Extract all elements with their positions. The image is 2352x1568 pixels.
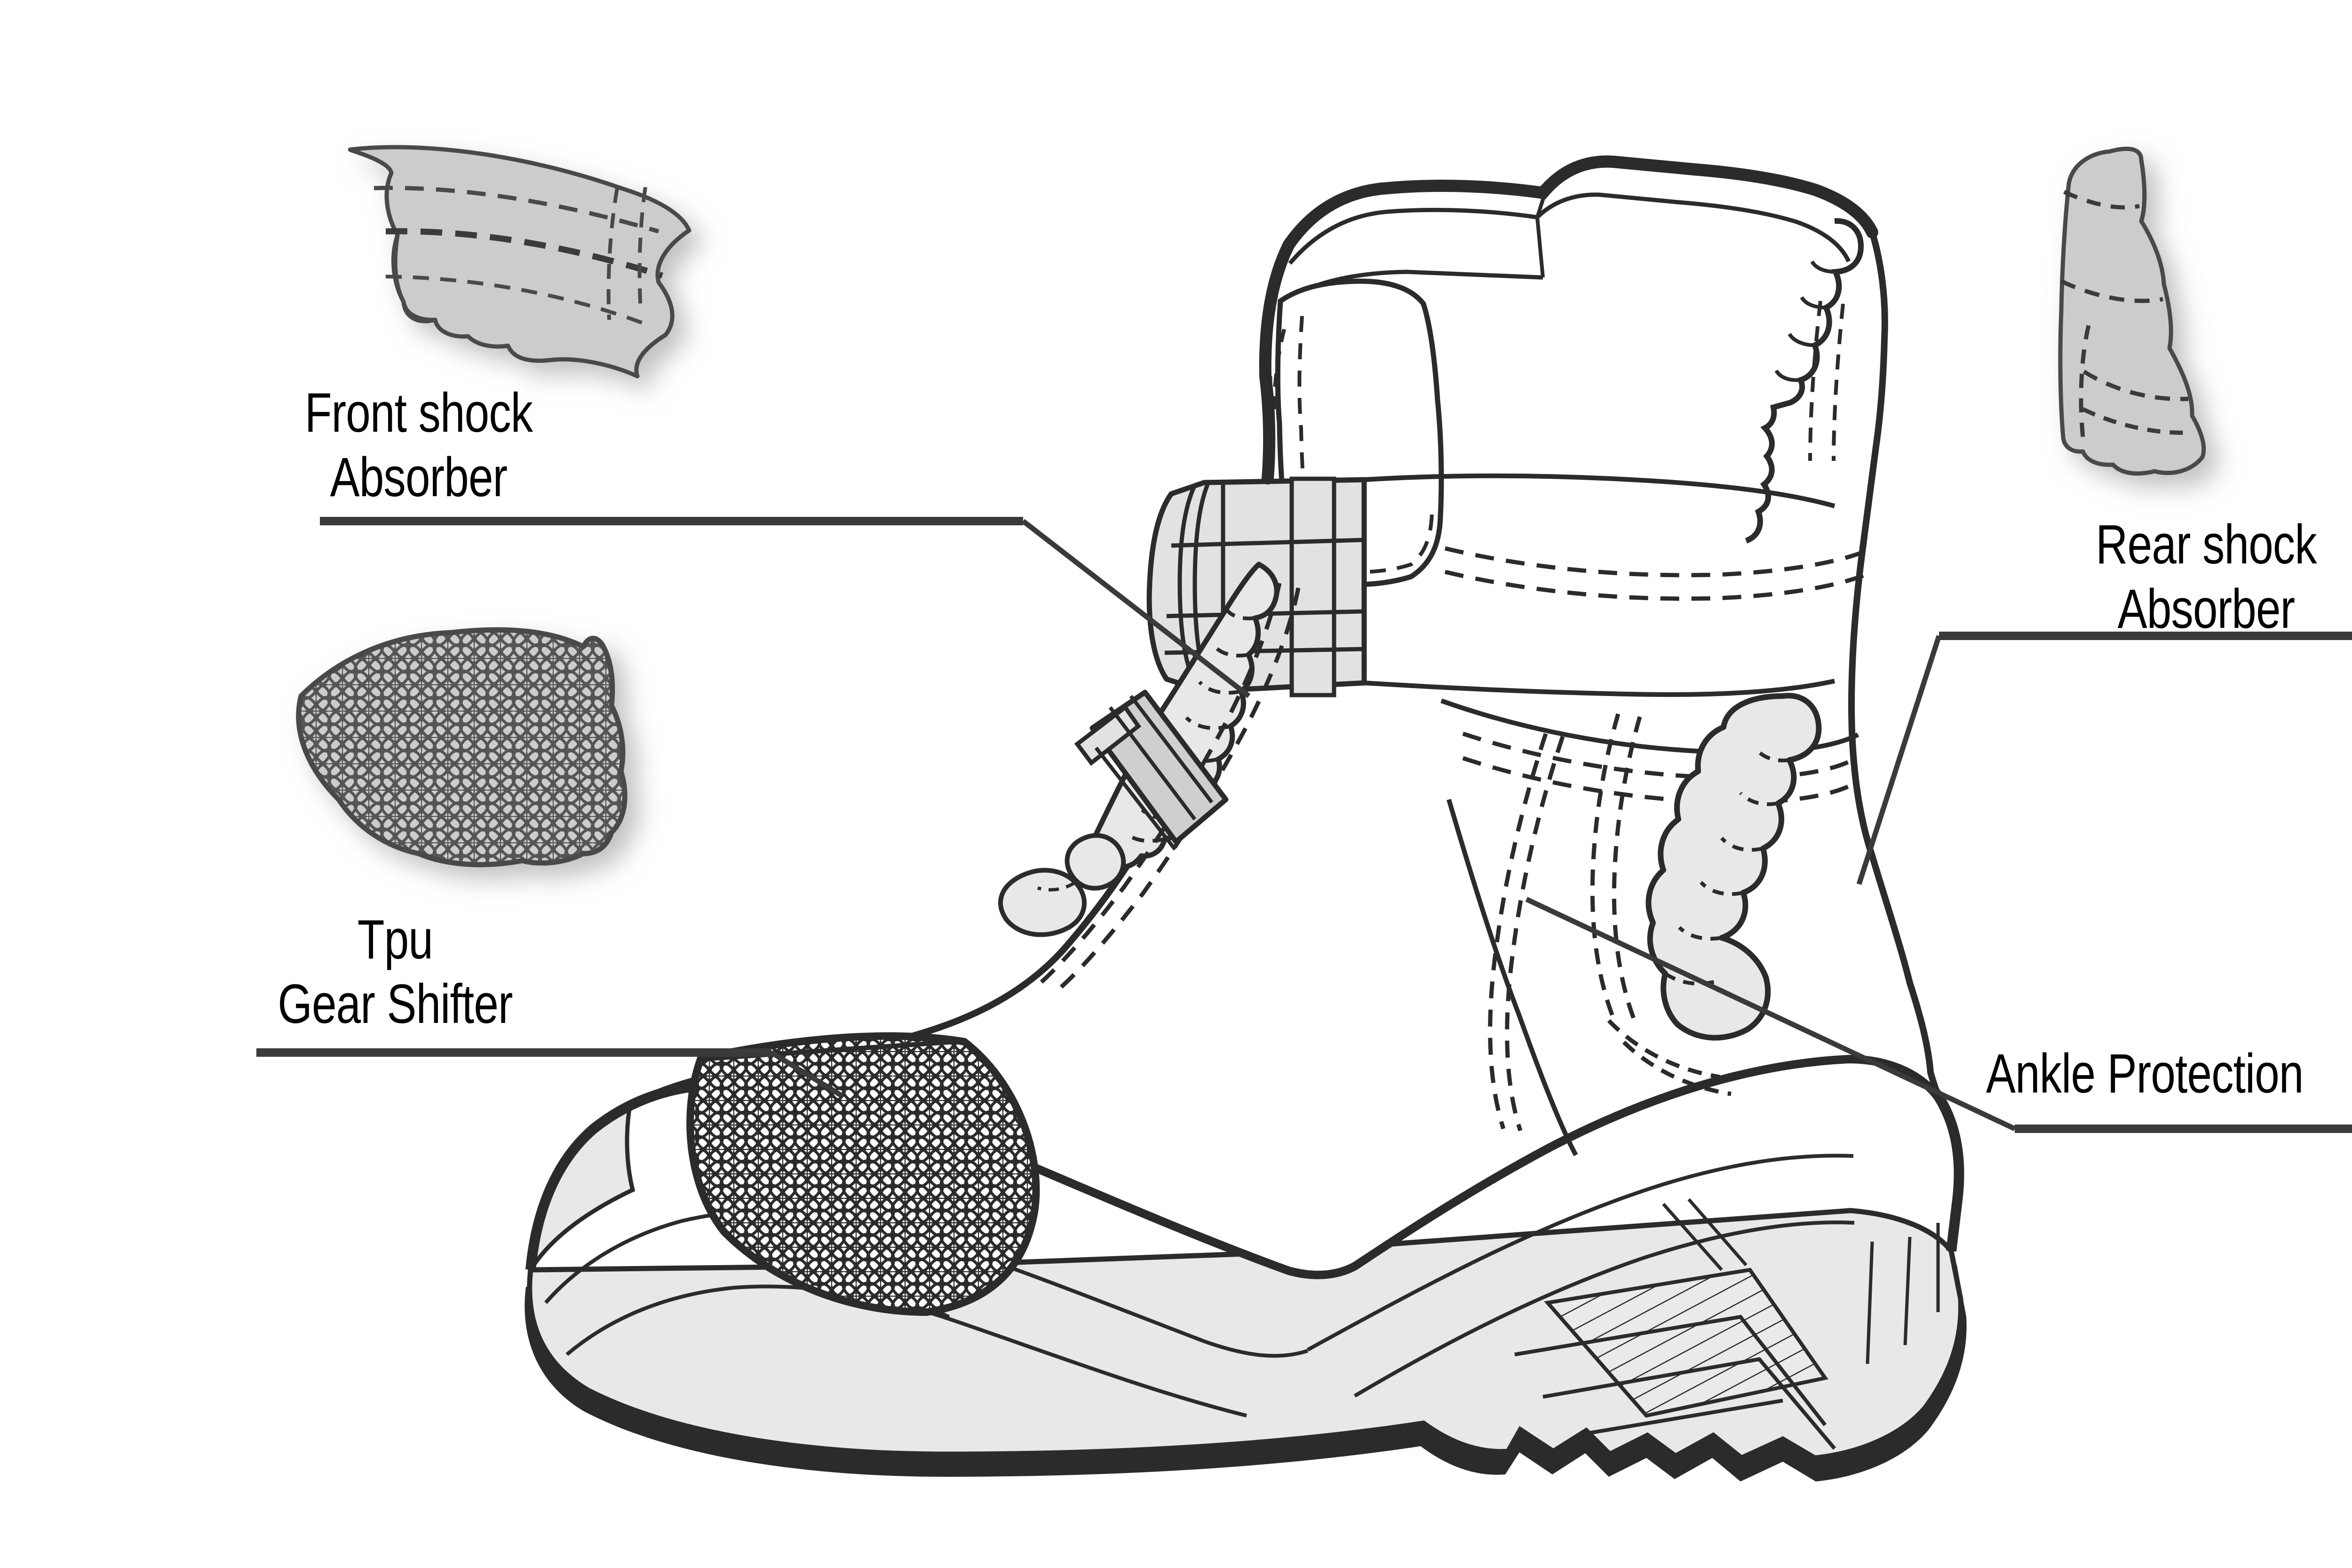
- boot-body: [524, 155, 1967, 1481]
- instep-padding: [998, 833, 1126, 937]
- lower-buckle: [1074, 689, 1229, 851]
- callout-label-front-shock-absorber: Front shock Absorber: [304, 382, 533, 508]
- callout-label-tpu-gear-shifter: Tpu Gear Shifter: [278, 909, 513, 1035]
- heel-padding: [1645, 218, 1864, 1041]
- callout-leader-lines: [256, 517, 2352, 1133]
- leader-front-diagonal: [1021, 519, 1251, 698]
- leader-tpu-diagonal: [770, 1050, 843, 1098]
- rear-shock-absorber-swatch: [2058, 146, 2206, 476]
- callout-label-ankle-protection: Ankle Protection: [1986, 1043, 2304, 1105]
- front-shock-absorber-swatch: [348, 145, 691, 379]
- leader-ankle-diagonal: [1525, 897, 2016, 1131]
- callout-label-rear-shock-absorber: Rear shock Absorber: [2096, 514, 2317, 640]
- tpu-gear-shifter-swatch: [296, 627, 628, 867]
- leader-rear-diagonal: [1856, 635, 1942, 885]
